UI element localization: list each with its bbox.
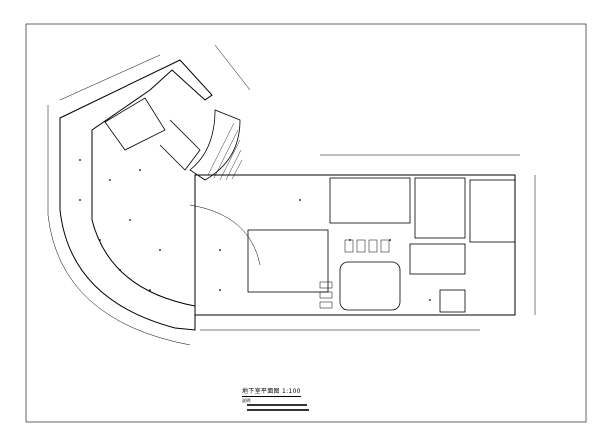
room-block xyxy=(329,177,411,224)
core-room xyxy=(414,177,466,239)
room-block xyxy=(409,243,466,275)
room-block xyxy=(439,289,466,313)
curved-wing-wall xyxy=(59,59,213,331)
stair-room xyxy=(469,179,516,243)
note-line xyxy=(247,409,309,411)
ramp-hatching xyxy=(207,122,243,181)
driveway-curve xyxy=(189,204,261,266)
note-line xyxy=(247,404,307,406)
drawing-title: 地下室平面图 1:100 xyxy=(242,388,301,397)
dimension-line-wing xyxy=(59,44,251,101)
curved-ramp xyxy=(189,109,241,181)
parking-bays xyxy=(319,239,390,309)
column-grid xyxy=(79,159,431,301)
notes-label: 说明: xyxy=(242,398,252,403)
main-block-wall xyxy=(194,174,516,316)
wing-room xyxy=(104,97,166,151)
curved-dimension-line xyxy=(47,105,191,346)
room-block xyxy=(247,229,329,293)
wing-room xyxy=(159,119,201,171)
central-feature xyxy=(339,261,401,311)
sheet-frame xyxy=(25,23,587,423)
